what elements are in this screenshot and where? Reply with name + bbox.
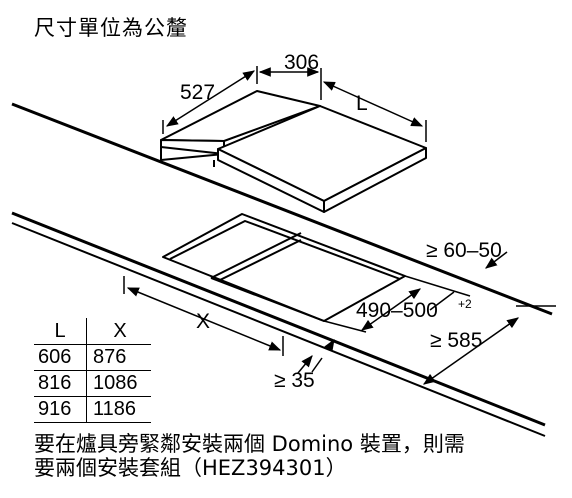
table-row: 606 876: [34, 344, 151, 371]
label-cutout-depth: 490–500: [356, 299, 438, 322]
label-depth: 527: [180, 81, 215, 104]
label-cutout-gap: ≥ 35: [274, 369, 315, 392]
table-header-l: L: [34, 318, 87, 345]
table-cell: 876: [86, 344, 151, 371]
dimension-lines: [123, 66, 556, 385]
table-cell: 1186: [86, 396, 151, 423]
table-cell: 1086: [86, 370, 151, 397]
table-cell: 816: [34, 370, 87, 397]
table-row: 916 1186: [34, 396, 151, 423]
diagram-title: 尺寸單位為公釐: [34, 16, 188, 40]
label-cutout-depth-tolerance: +2: [458, 297, 472, 311]
table-header-x: X: [113, 319, 127, 342]
label-width: 306: [284, 51, 319, 74]
table-row: 816 1086: [34, 370, 151, 397]
label-edge-distance: ≥ 60–50: [426, 239, 502, 262]
installation-note: 要在爐具旁緊鄰安裝兩個 Domino 裝置，則需 要兩個安裝套組（HEZ3943…: [34, 432, 465, 480]
note-line-1: 要在爐具旁緊鄰安裝兩個 Domino 裝置，則需: [34, 432, 465, 456]
dimension-labels: 527 306 L X ≥ 60–50 490–500 +2 ≥ 585 ≥ 3…: [180, 51, 502, 392]
label-cutout-width: X: [196, 310, 210, 333]
note-line-2: 要兩個安裝套組（HEZ394301）: [34, 456, 347, 480]
table-cell: 606: [34, 344, 87, 371]
label-length: L: [356, 92, 368, 115]
size-table: L X 606 876 816 1086 916 1186: [34, 318, 151, 423]
label-depth-to-wall: ≥ 585: [430, 329, 482, 352]
table-cell: 916: [34, 396, 87, 423]
table-header-row: L X: [34, 318, 151, 345]
